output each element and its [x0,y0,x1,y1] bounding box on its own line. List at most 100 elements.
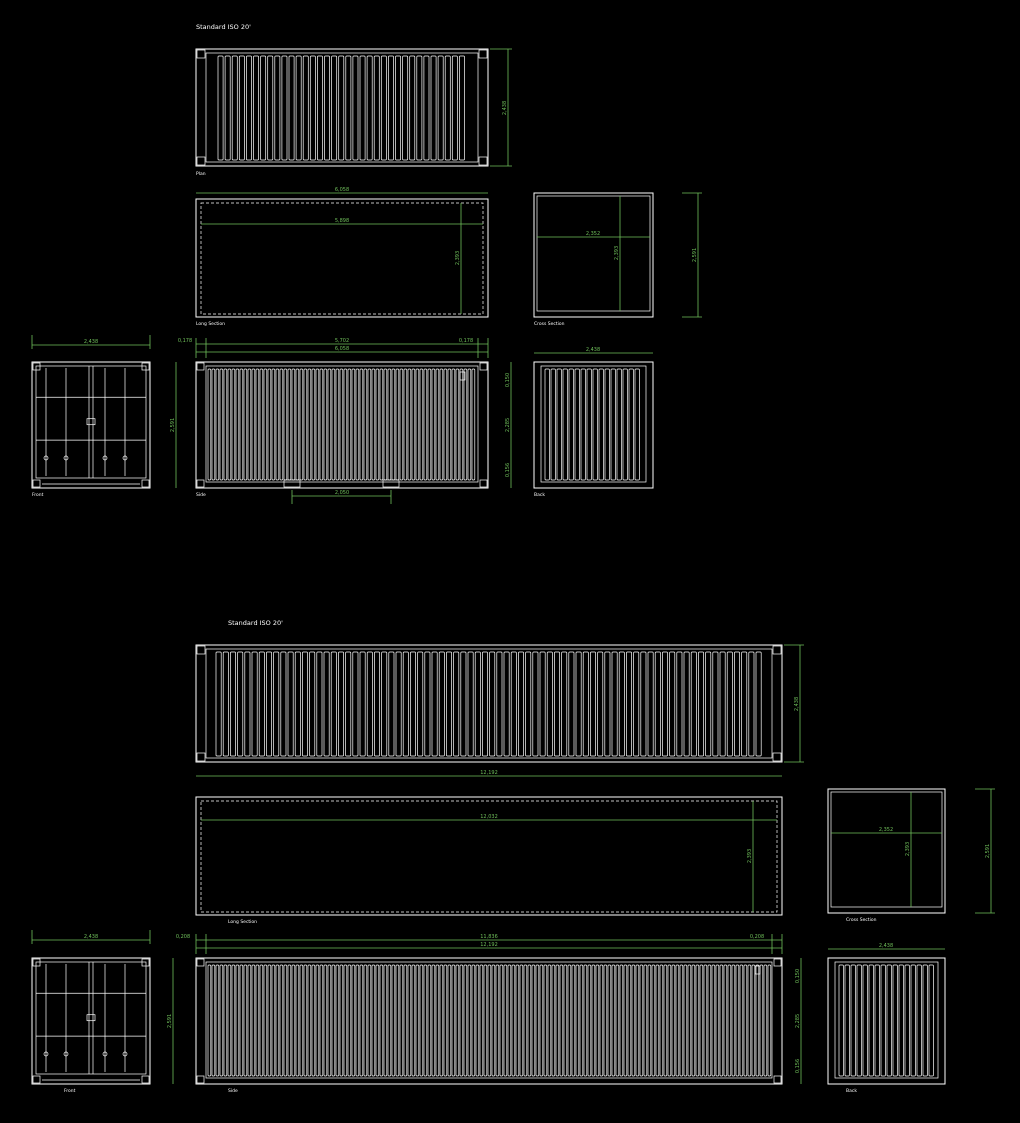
cross-section-outline [533,192,654,318]
corrugation-panel [663,964,668,1077]
corrugation-panel [475,964,480,1077]
corrugation-panel [366,55,373,161]
dim-side-right: 0,178 [459,338,473,344]
corner-casting [141,362,150,371]
view-label-cross-section: Cross Section [846,917,877,923]
corrugation-panel [435,964,440,1077]
corrugation-panel [898,964,904,1077]
corrugation-panel [561,651,568,757]
dim-back-bottom: 0,156 [505,463,511,477]
corrugation-panel [627,964,632,1077]
corrugation-panel [302,55,309,161]
corrugation-panel [363,964,368,1077]
corrugation-panel [460,651,467,757]
corrugation-panel [543,964,548,1077]
corrugation-panel [255,368,260,481]
corrugation-panel [455,368,460,481]
corrugation-panel [380,55,387,161]
lock-handle [43,1051,49,1057]
corrugation-panel [683,964,688,1077]
back-outline [533,361,654,489]
corrugation-panel [388,651,395,757]
corrugation-panel [850,964,856,1077]
corrugation-panel [447,964,452,1077]
corrugation-panel [707,964,712,1077]
corrugation-panel [590,651,596,757]
corrugation-panel [231,55,238,161]
corrugation-panel [355,964,360,1077]
corrugation-panel [403,368,408,481]
long-section-view: 6,058 5,898 2,393 Long Section [195,187,489,327]
corrugation-panel [755,651,762,757]
corrugation-panel [237,651,244,757]
corrugation-panel [211,368,216,481]
corrugation-panel [411,368,416,481]
corrugation-panel [419,368,424,481]
dim-back-top: 0,150 [795,969,801,983]
corrugation-panel [330,651,337,757]
corrugation-panel [255,964,260,1077]
corrugation-panel [319,368,324,481]
corrugation-panel [427,368,432,481]
corrugation-panel [679,964,684,1077]
corrugation-panel [515,964,520,1077]
corrugation-panel [519,964,524,1077]
corrugation-panel [279,368,284,481]
corrugation-panel [487,964,492,1077]
corrugation-panel [667,964,672,1077]
corrugation-panel [619,964,624,1077]
corner-casting [478,49,488,59]
corrugation-panel [604,368,610,481]
corrugation-panel [288,55,295,161]
corrugation-panel [559,964,564,1077]
corner-casting [32,479,41,488]
corrugation-panel [510,651,517,757]
corrugation-panel [482,651,488,757]
corner-casting [196,958,205,967]
fork-pocket [382,479,400,488]
corrugation-panel [399,964,404,1077]
lock-handle [43,455,49,461]
corrugation-panel [838,964,844,1077]
corrugation-panel [303,368,308,481]
long-section-inner [200,800,778,913]
corrugation-panel [676,651,683,757]
corrugation-panel [655,964,660,1077]
dim-side-fork: 2,050 [335,490,349,496]
dim-back-mid: 2,285 [505,418,511,432]
corner-casting [196,645,206,655]
corrugation-panel [518,651,524,757]
corrugation-panel [451,368,456,481]
dim-back-width: 2,438 [586,347,600,353]
corrugation-panel [623,964,628,1077]
corrugation-panel [243,964,248,1077]
corrugation-panel [347,368,352,481]
corrugation-panel [302,651,308,757]
back-view: 2,438 0,150 2,285 0,156 Back [505,347,654,498]
corrugation-panel [615,964,620,1077]
corrugation-panel [352,55,359,161]
cross-section-outline [827,788,946,914]
corrugation-panel [323,651,330,757]
corrugation-panel [271,368,276,481]
corrugation-panel [217,55,224,161]
data-plate [754,965,761,975]
corrugation-panel [443,368,448,481]
corrugation-panel [403,964,408,1077]
corrugation-panel [295,55,302,161]
corrugation-panel [539,651,546,757]
corrugation-panel [395,651,402,757]
dim-cross-inner-height: 2,393 [905,842,911,856]
corrugation-panel [238,55,245,161]
corrugation-panel [675,964,680,1077]
corrugation-panel [407,964,412,1077]
corrugation-panel [316,651,323,757]
corrugation-panel [351,368,356,481]
corrugation-panel [215,964,220,1077]
dim-side-left: 0,208 [176,934,190,940]
corrugation-panel [280,651,287,757]
corner-casting [773,1075,782,1084]
corrugation-panel [453,651,460,757]
corrugation-panel [598,368,604,481]
corrugation-panel [359,368,364,481]
